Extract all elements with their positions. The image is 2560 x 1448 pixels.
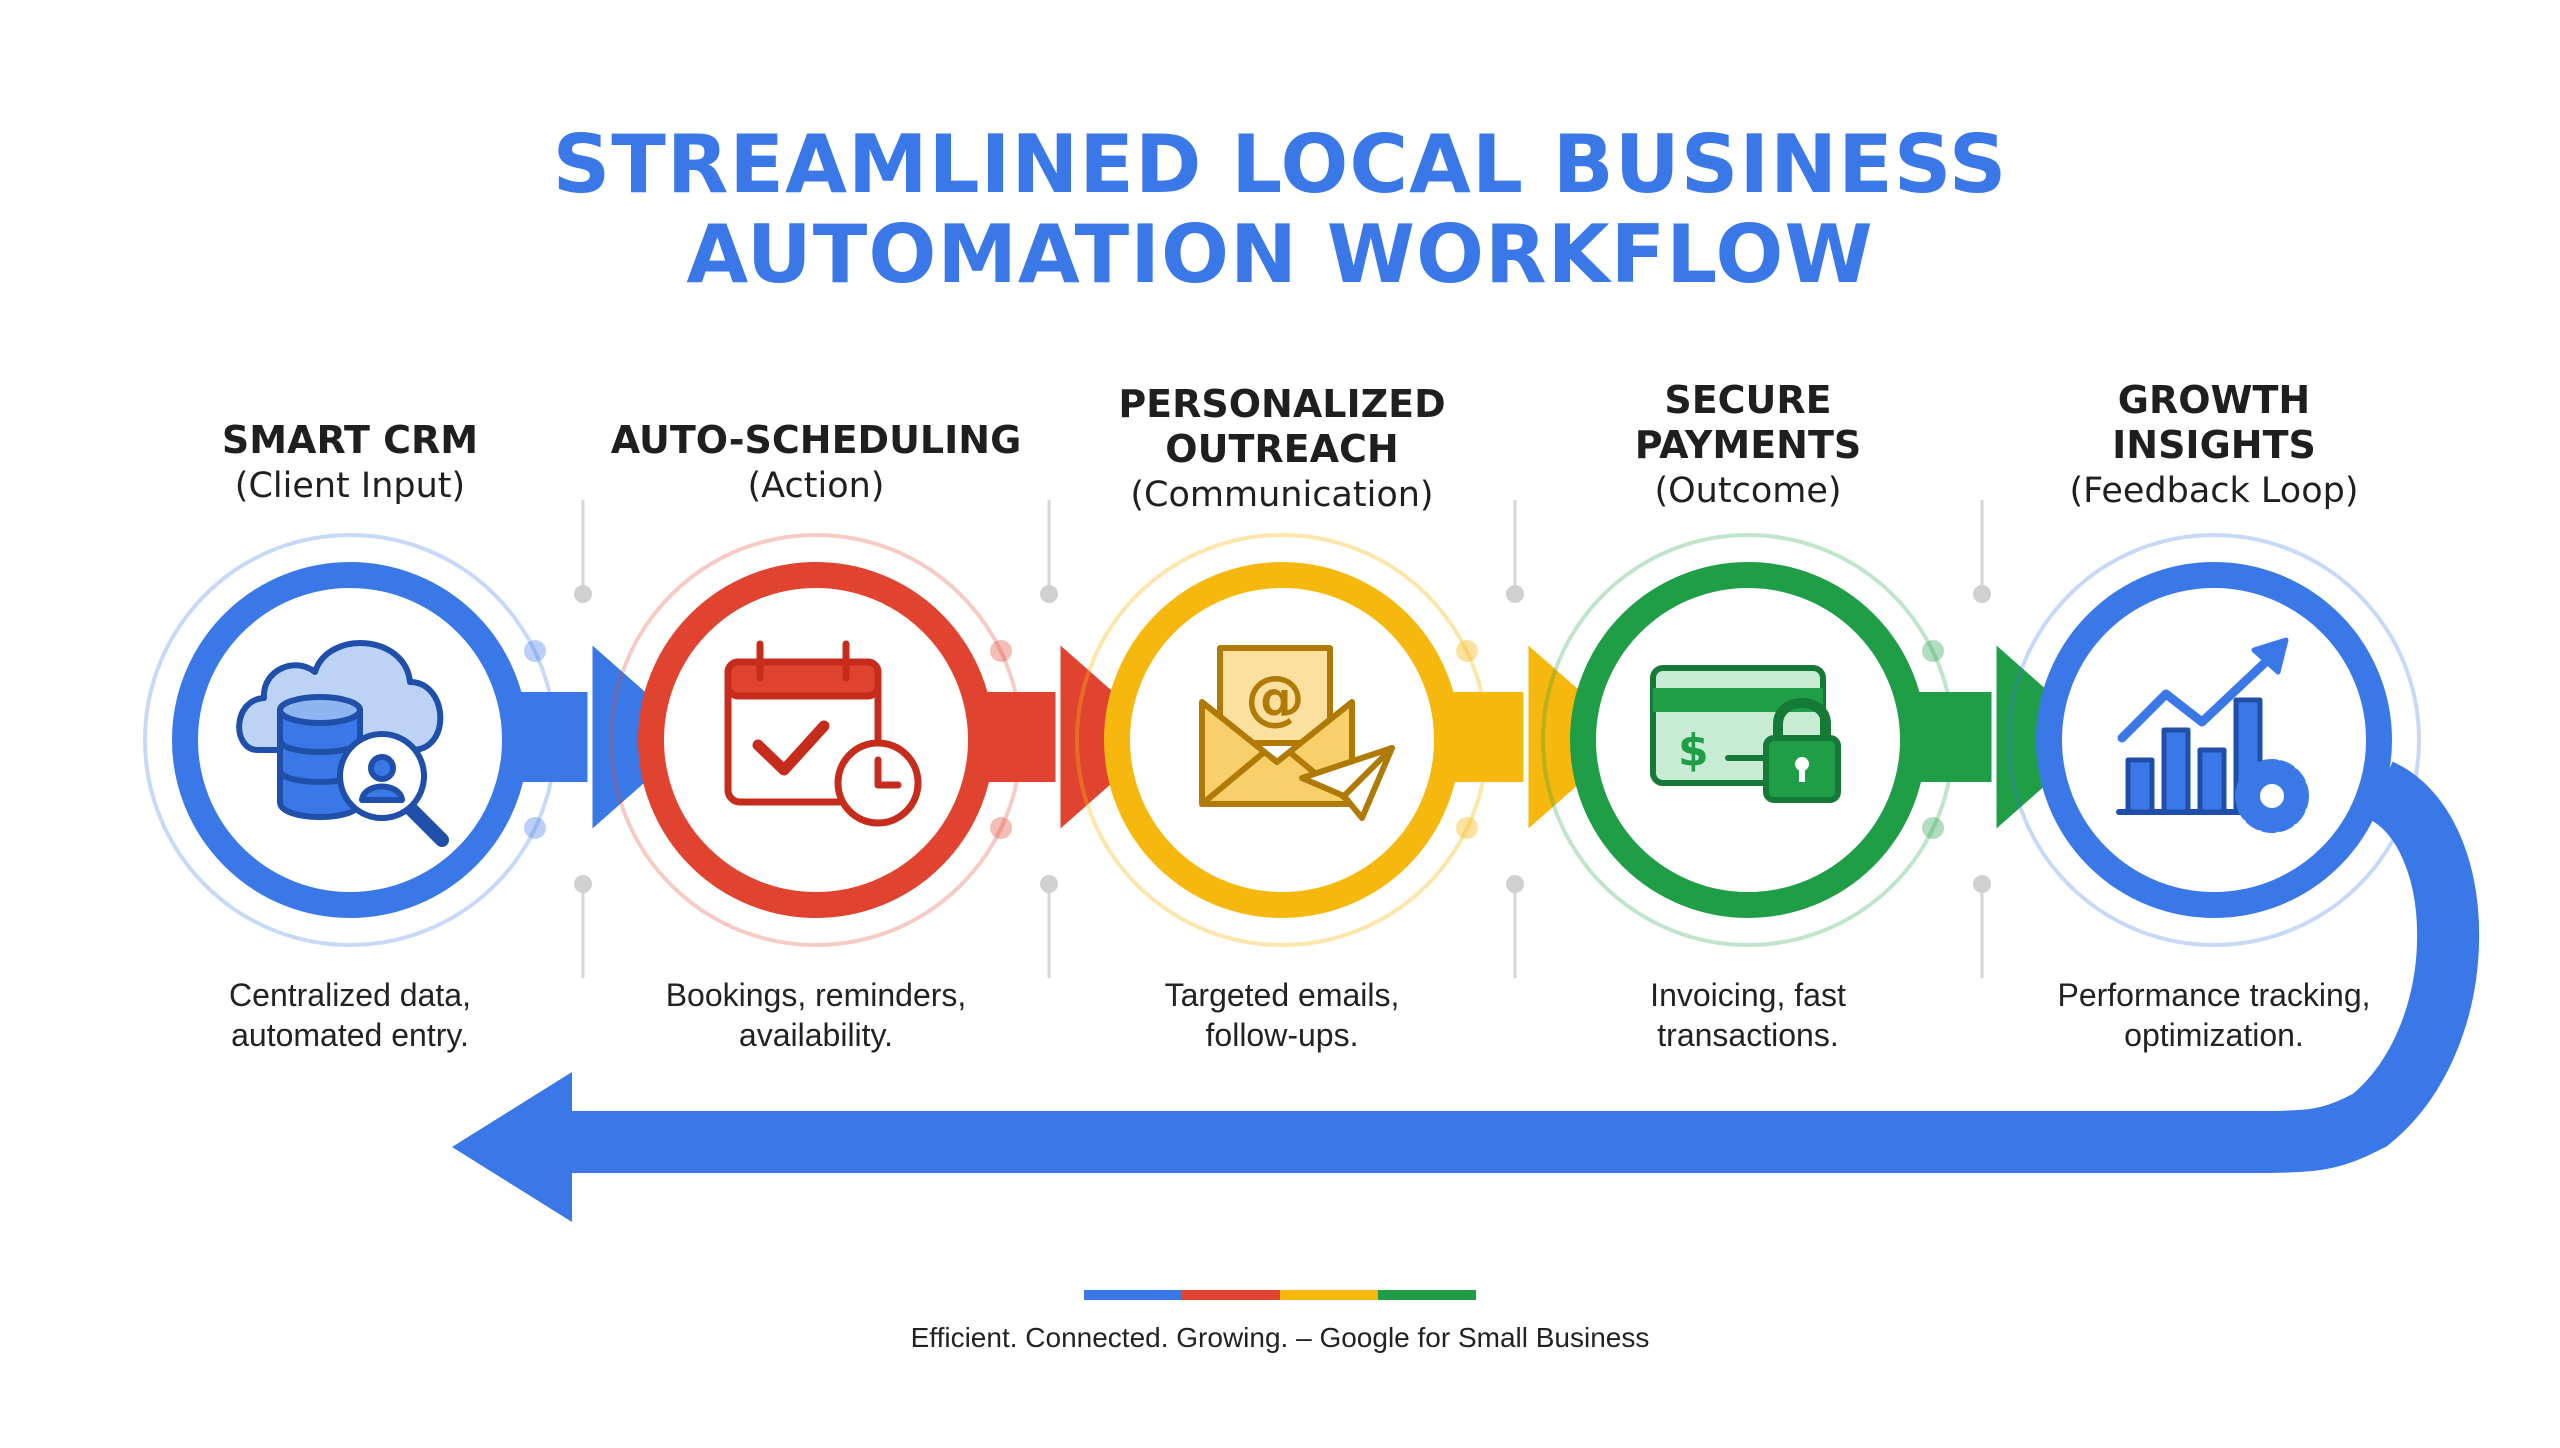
step-4-name-line-1: SECURE — [1664, 378, 1832, 422]
svg-text:@: @ — [1245, 663, 1305, 733]
step-5-name-line-1: GROWTH — [2117, 378, 2311, 422]
title-line-1: STREAMLINED LOCAL BUSINESS — [552, 118, 2008, 211]
step-2-description-line-2: availability. — [738, 1017, 894, 1053]
title-line-2: AUTOMATION WORKFLOW — [686, 208, 1874, 301]
email-paper-plane-icon: @ — [1199, 645, 1395, 821]
divider-2 — [1040, 500, 1058, 978]
footer-tagline: Efficient. Connected. Growing. – Google … — [910, 1322, 1650, 1353]
step-1-name: SMART CRM — [221, 418, 479, 462]
step-5-description: Performance tracking, optimization. — [2004, 975, 2424, 1055]
svg-text:$: $ — [1678, 725, 1709, 776]
step-3-description: Targeted emails, follow-ups. — [1072, 975, 1492, 1055]
feedback-loop-arrowhead — [452, 1072, 572, 1222]
step-3-name-line-1: PERSONALIZED — [1118, 382, 1446, 426]
step-4-description: Invoicing, fast transactions. — [1538, 975, 1958, 1055]
step-4-description-line-2: transactions. — [1657, 1017, 1839, 1053]
step-2-description: Bookings, reminders, availability. — [606, 975, 1026, 1055]
step-1-subtitle: (Client Input) — [234, 466, 466, 506]
step-5-name-line-2: INSIGHTS — [2112, 423, 2316, 467]
cloud-database-search-icon — [236, 640, 449, 847]
credit-card-lock-icon: $ — [1650, 665, 1841, 803]
step-dividers — [574, 500, 1991, 978]
step-4-name-line-2: PAYMENTS — [1634, 423, 1862, 467]
step-3-heading: PERSONALIZED OUTREACH (Communication) — [1062, 382, 1502, 518]
calendar-clock-icon — [724, 640, 922, 827]
step-3-description-line-1: Targeted emails, — [1164, 977, 1400, 1013]
step-1-description-line-2: automated entry. — [231, 1017, 469, 1053]
step-2-subtitle: (Action) — [747, 466, 885, 506]
step-5-heading: GROWTH INSIGHTS (Feedback Loop) — [1994, 378, 2434, 514]
connector-arrow-4 — [1914, 634, 2108, 840]
step-5-description-line-1: Performance tracking, — [2057, 977, 2371, 1013]
step-1-heading: SMART CRM (Client Input) — [130, 418, 570, 509]
divider-1 — [574, 500, 592, 978]
step-4-subtitle: (Outcome) — [1654, 471, 1842, 511]
step-1-description: Centralized data, automated entry. — [140, 975, 560, 1055]
step-3-description-line-2: follow-ups. — [1205, 1017, 1359, 1053]
step-3-subtitle: (Communication) — [1130, 475, 1434, 515]
step-4-description-line-1: Invoicing, fast — [1650, 977, 1846, 1013]
step-5-description-line-2: optimization. — [2124, 1017, 2304, 1053]
step-3-name-line-2: OUTREACH — [1165, 427, 1399, 471]
divider-4 — [1973, 500, 1991, 978]
step-1-description-line-1: Centralized data, — [229, 977, 471, 1013]
step-2-description-line-1: Bookings, reminders, — [665, 977, 967, 1013]
divider-3 — [1506, 500, 1524, 978]
step-5-subtitle: (Feedback Loop) — [2069, 471, 2359, 511]
step-4-heading: SECURE PAYMENTS (Outcome) — [1528, 378, 1968, 514]
growth-chart-gear-icon — [2116, 637, 2309, 833]
step-circle-5 — [2007, 533, 2421, 947]
footer-color-bar — [1084, 1290, 1476, 1300]
step-2-heading: AUTO-SCHEDULING (Action) — [596, 418, 1036, 509]
feedback-loop-arrow — [570, 761, 2480, 1173]
step-2-name: AUTO-SCHEDULING — [610, 418, 1022, 462]
